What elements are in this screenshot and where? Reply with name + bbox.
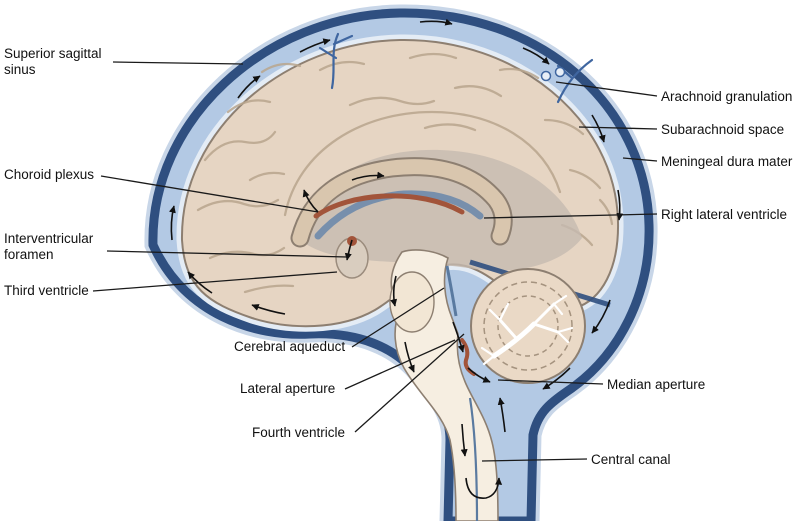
leader-central-canal bbox=[481, 458, 588, 462]
leader-right-lateral-ventricle bbox=[483, 213, 658, 219]
label-lateral-aperture: Lateral aperture bbox=[240, 381, 336, 396]
leader-third-ventricle bbox=[92, 271, 338, 292]
label-arachnoid-granulation: Arachnoid granulation bbox=[661, 89, 793, 104]
label-right-lateral-ventricle: Right lateral ventricle bbox=[661, 207, 788, 222]
label-fourth-ventricle: Fourth ventricle bbox=[252, 425, 346, 440]
leader-median-aperture bbox=[497, 379, 604, 385]
label-third-ventricle: Third ventricle bbox=[4, 283, 89, 298]
choroid-plexus-drawing bbox=[313, 193, 465, 219]
sulci-gyri-lines bbox=[196, 52, 614, 294]
cerebellum bbox=[470, 268, 586, 384]
cerebral-aqueduct-line bbox=[445, 265, 458, 317]
label-central-canal: Central canal bbox=[591, 452, 671, 467]
fourth-ventricle-choroid bbox=[460, 338, 476, 376]
leader-interventricular-foramen bbox=[106, 250, 348, 258]
leader-superior-sagittal-sinus bbox=[112, 61, 244, 65]
corpus-callosum bbox=[290, 157, 513, 248]
arachnoid-granulation-bumps bbox=[540, 66, 566, 82]
leader-subarachnoid-space bbox=[578, 126, 658, 130]
label-cerebral-aqueduct: Cerebral aqueduct bbox=[234, 339, 346, 354]
label-subarachnoid-space: Subarachnoid space bbox=[661, 122, 785, 137]
leader-choroid-plexus bbox=[100, 175, 319, 213]
leader-arachnoid-granulation bbox=[555, 81, 658, 97]
central-canal-line bbox=[468, 397, 479, 521]
label-superior-sagittal-sinus: Superior sagittal sinus bbox=[4, 46, 102, 78]
leader-meningeal-dura-mater bbox=[622, 157, 658, 162]
leader-lines bbox=[92, 61, 658, 462]
leader-lateral-aperture bbox=[344, 339, 456, 390]
label-interventricular-foramen: Interventricular foramen bbox=[4, 231, 94, 263]
label-choroid-plexus: Choroid plexus bbox=[4, 167, 95, 182]
label-median-aperture: Median aperture bbox=[607, 377, 706, 392]
arbor-vitae bbox=[480, 294, 574, 366]
label-meningeal-dura-mater: Meningeal dura mater bbox=[661, 154, 793, 169]
leader-fourth-ventricle bbox=[354, 333, 465, 433]
csf-flow-arrows bbox=[168, 18, 624, 499]
leader-cerebral-aqueduct bbox=[351, 287, 445, 348]
pons bbox=[389, 271, 435, 333]
